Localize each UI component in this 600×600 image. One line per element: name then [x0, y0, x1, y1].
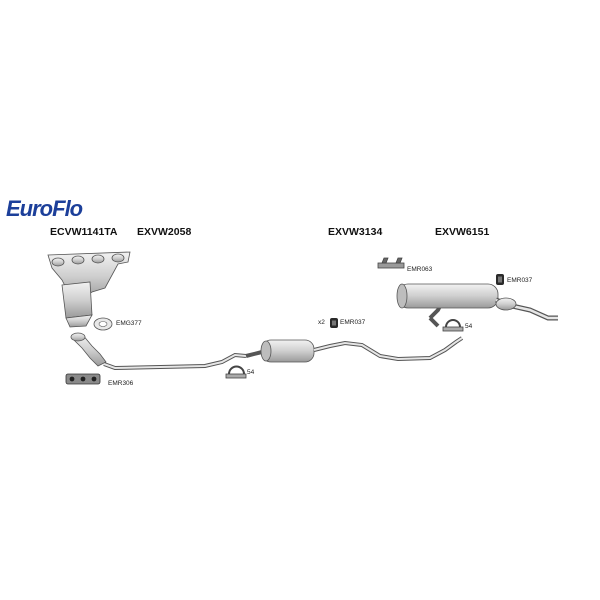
logo-text-flo: Flo: [52, 196, 83, 221]
rear-silencer-part[interactable]: [396, 283, 558, 328]
label-clamp-rear: 54: [465, 323, 473, 330]
label-emr306: EMR306: [108, 380, 134, 387]
clamp-rear[interactable]: [442, 319, 464, 332]
part-code-manifold[interactable]: ECVW1141TA: [50, 226, 118, 238]
logo-text-euro: Euro: [6, 196, 53, 221]
part-code-rear-section[interactable]: EXVW6151: [435, 226, 490, 238]
label-emr037-rear: EMR037: [507, 277, 533, 284]
label-emr037-mid: EMR037: [340, 319, 366, 326]
part-code-front-pipe[interactable]: EXVW2058: [137, 226, 192, 238]
flex-joint[interactable]: [70, 332, 107, 367]
emr037-hanger-mid[interactable]: [330, 318, 338, 328]
euroflo-logo: EuroFlo: [6, 196, 83, 222]
clamp-front[interactable]: [225, 365, 247, 379]
manifold-catalyst-part[interactable]: [47, 251, 131, 328]
emr037-hanger-rear[interactable]: [496, 274, 504, 285]
label-emr063: EMR063: [407, 266, 433, 273]
label-clamp-front: 54: [247, 369, 255, 376]
label-emr037-qty: x2: [318, 319, 325, 326]
label-emg377: EMG377: [116, 320, 142, 327]
emg377-gasket[interactable]: [93, 317, 113, 331]
front-pipe-part[interactable]: [103, 352, 247, 371]
emr063-bracket[interactable]: [377, 257, 405, 269]
part-code-centre-section[interactable]: EXVW3134: [328, 226, 383, 238]
centre-silencer-part[interactable]: [245, 336, 464, 363]
emr306-mount[interactable]: [65, 373, 101, 385]
